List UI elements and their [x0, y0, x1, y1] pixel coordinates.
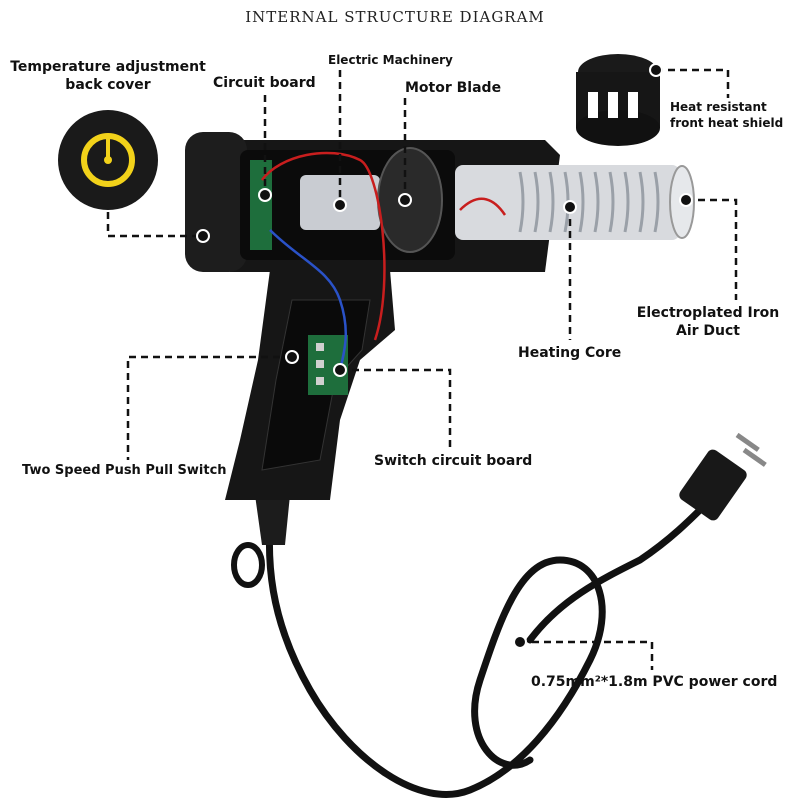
label-power-cord: 0.75mm²*1.8m PVC power cord [531, 674, 778, 690]
leader-lines [106, 68, 738, 670]
circuit-board-shape [250, 160, 272, 250]
temperature-dial [58, 110, 158, 210]
label-motor-blade: Motor Blade [405, 80, 502, 96]
label-temperature-adjustment: Temperature adjustment back cover [10, 58, 206, 94]
label-circuit-board: Circuit board [213, 75, 316, 91]
label-air-duct: Electroplated Iron Air Duct [636, 304, 780, 340]
heat-shield [576, 54, 660, 146]
plug [679, 432, 767, 521]
label-electric-machinery: Electric Machinery [328, 53, 453, 67]
label-temperature-line2: back cover [65, 77, 151, 94]
label-temperature-line1: Temperature adjustment [10, 59, 206, 75]
label-heat-shield-line1: Heat resistant [670, 100, 767, 114]
label-air-duct-line1: Electroplated Iron [636, 305, 780, 321]
internal-wires [260, 151, 507, 371]
diagram-title: INTERNAL STRUCTURE DIAGRAM [245, 8, 545, 26]
label-push-pull-switch: Two Speed Push Pull Switch [22, 463, 227, 478]
strain-relief [255, 495, 290, 545]
label-switch-circuit-board: Switch circuit board [374, 453, 533, 469]
back-cap [185, 132, 247, 272]
label-air-duct-line2: Air Duct [676, 323, 740, 340]
hang-loop [231, 542, 265, 588]
label-heat-shield-line2: front heat shield [670, 115, 784, 130]
label-heating-core: Heating Core [518, 345, 622, 361]
power-cord [265, 496, 714, 798]
label-heat-shield: Heat resistant front heat shield [670, 100, 783, 131]
leader-dots [196, 63, 693, 649]
